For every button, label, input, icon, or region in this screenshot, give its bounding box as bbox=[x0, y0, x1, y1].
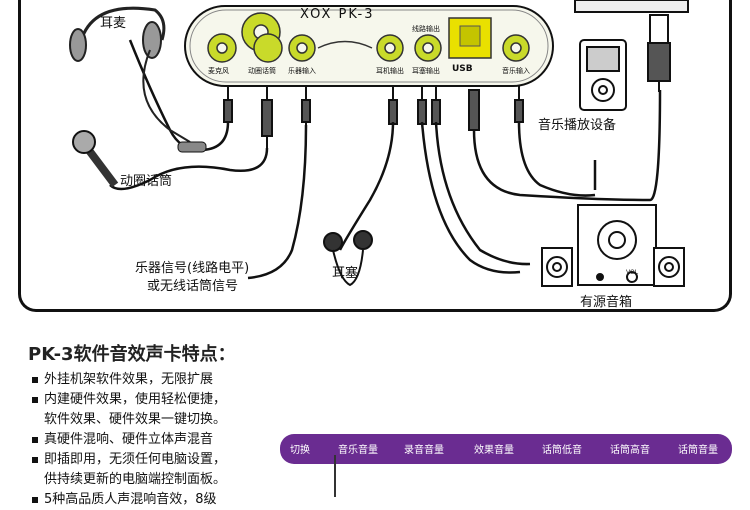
port-label-headphone-out: 耳机输出 bbox=[376, 67, 404, 75]
control-switch: 切换 bbox=[290, 445, 310, 456]
label-instrument-signal: 乐器信号(线路电平) bbox=[135, 261, 250, 276]
earbuds-graphic bbox=[323, 230, 373, 287]
label-headset: 耳麦 bbox=[100, 16, 127, 31]
control-bar: 切换 音乐音量 录音音量 效果音量 话筒低音 话筒高音 话筒音量 bbox=[280, 434, 732, 464]
label-dynamic-mic: 动圈话筒 bbox=[120, 174, 173, 189]
feature-item: 外挂机架软件效果，无限扩展 bbox=[32, 370, 226, 390]
label-earbuds: 耳塞 bbox=[332, 266, 359, 281]
label-wireless-mic: 或无线话筒信号 bbox=[147, 279, 239, 294]
product-diagram-page: 麦克风 动圈话筒 乐器输入 耳机输出 耳塞输出 USB 音乐输入 线路输出 XO… bbox=[18, 0, 732, 507]
port-label-earbud-out: 耳塞输出 bbox=[412, 67, 440, 75]
control-music-volume: 音乐音量 bbox=[338, 445, 378, 456]
port-label-line-out: 线路输出 bbox=[412, 25, 440, 33]
feature-item: 软件效果、硬件效果一键切换。 bbox=[44, 412, 227, 427]
feature-item: 内建硬件效果，使用轻松便捷， bbox=[32, 390, 226, 410]
connection-diagram bbox=[69, 0, 689, 287]
port-label-instrument: 乐器输入 bbox=[288, 67, 316, 75]
features-title: PK-3软件音效声卡特点： bbox=[28, 344, 236, 365]
feature-item: 供持续更新的电脑端控制面板。 bbox=[44, 472, 227, 487]
control-mic-bass: 话筒低音 bbox=[542, 445, 582, 456]
music-player bbox=[579, 39, 627, 111]
headset bbox=[69, 6, 191, 143]
label-music-player: 音乐播放设备 bbox=[538, 118, 617, 133]
usb-plug bbox=[647, 14, 671, 92]
feature-item: 5种高品质人声混响音效，8级 bbox=[32, 490, 226, 510]
port-label-dynamic-mic: 动圈话筒 bbox=[248, 67, 276, 75]
knobs bbox=[207, 12, 530, 63]
pointer-line bbox=[334, 455, 336, 497]
features-list: 外挂机架软件效果，无限扩展 内建硬件效果，使用轻松便捷， 软件效果、硬件效果一键… bbox=[32, 370, 226, 510]
port-label-mic: 麦克风 bbox=[208, 67, 229, 75]
feature-item: 真硬件混响、硬件立体声混音 bbox=[32, 430, 226, 450]
control-effect-volume: 效果音量 bbox=[474, 445, 514, 456]
port-label-usb: USB bbox=[452, 64, 473, 74]
active-speakers bbox=[541, 204, 685, 287]
control-mic-treble: 话筒高音 bbox=[610, 445, 650, 456]
label-speaker-vol: VOL bbox=[626, 269, 639, 276]
control-record-volume: 录音音量 bbox=[404, 445, 444, 456]
control-mic-volume: 话筒音量 bbox=[678, 445, 718, 456]
feature-item: 即插即用，无须任何电脑设置， bbox=[32, 450, 226, 470]
device-title: XOX PK-3 bbox=[300, 7, 375, 22]
port-label-music-in: 音乐输入 bbox=[502, 67, 530, 75]
dynamic-mic bbox=[72, 130, 119, 188]
label-active-speakers: 有源音箱 bbox=[580, 295, 633, 310]
